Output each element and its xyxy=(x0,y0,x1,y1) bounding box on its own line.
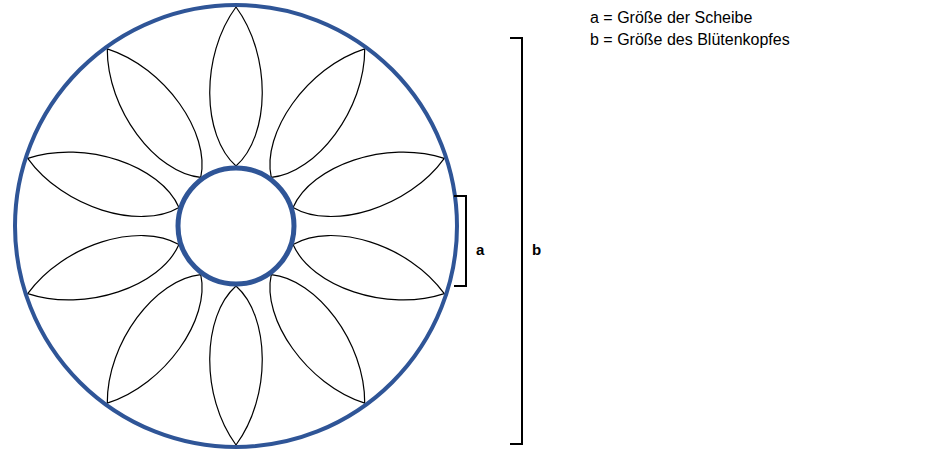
disc-outline xyxy=(178,168,294,284)
petal xyxy=(20,220,187,319)
petal xyxy=(86,259,222,418)
flower-head-outline xyxy=(15,5,457,447)
bracket-a xyxy=(454,196,466,286)
dimension-label: b xyxy=(532,240,541,260)
petals xyxy=(20,7,453,445)
petal xyxy=(20,133,187,232)
bracket-b xyxy=(510,38,522,444)
petal xyxy=(250,33,386,192)
petal xyxy=(86,33,222,192)
petal xyxy=(285,220,452,319)
petal xyxy=(250,259,386,418)
petal xyxy=(210,7,263,166)
legend-note: a = Größe der Scheibe xyxy=(590,8,752,28)
petal xyxy=(285,133,452,232)
petal xyxy=(210,286,263,445)
dimension-label: a xyxy=(476,240,484,260)
legend-note: b = Größe des Blütenkopfes xyxy=(590,30,790,50)
